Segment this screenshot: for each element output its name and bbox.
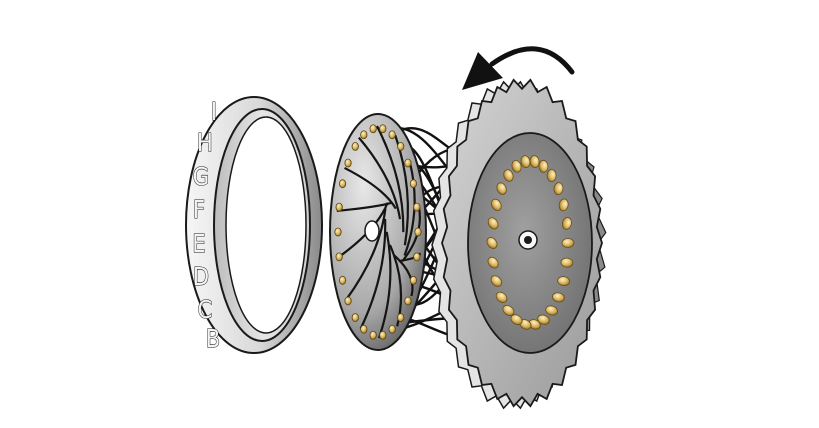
contact-pin [404, 158, 412, 168]
wire [336, 201, 392, 213]
contact-pin [344, 158, 352, 168]
contact-pin [553, 182, 564, 196]
contact-pin [351, 313, 359, 322]
contact-pin [561, 238, 575, 248]
contact-pin [369, 124, 377, 134]
contact-pin [496, 182, 507, 195]
ring-letter: H [197, 128, 213, 157]
contact-pin [487, 217, 499, 230]
contact-pin [335, 202, 343, 212]
contact-pin [388, 130, 396, 140]
wire [359, 218, 387, 330]
rotation-arrowhead-icon [462, 52, 503, 90]
contact-pin [486, 237, 498, 249]
contact-pin [344, 296, 352, 306]
contact-pin [503, 169, 514, 182]
rotation-arrow [462, 46, 575, 90]
contact-pin [338, 275, 347, 285]
contact-pin [397, 142, 405, 151]
contact-pin [552, 292, 565, 303]
contact-pin [560, 257, 574, 268]
contact-pin [388, 324, 396, 334]
contact-pin [537, 314, 550, 325]
contact-pin [490, 275, 503, 287]
contact-pin [379, 330, 387, 340]
ring-letter: C [197, 295, 212, 324]
contact-pin [546, 169, 557, 182]
wire [375, 125, 405, 233]
contact-pin [538, 159, 549, 173]
disk-contact-pins [334, 124, 422, 340]
ring-letter: G [193, 162, 209, 191]
contact-pin [397, 313, 405, 322]
ring-letter: B [206, 324, 221, 353]
disk-center-hole [364, 220, 380, 242]
wire [344, 166, 397, 210]
ring-letter: I [211, 97, 217, 126]
wire [358, 136, 402, 220]
contact-pin [379, 124, 387, 134]
rotor-axle [524, 236, 532, 244]
contact-pin [335, 252, 343, 262]
contact-pin [334, 227, 342, 237]
contact-pin [558, 198, 569, 212]
ring-letter: E [192, 229, 205, 258]
contact-pin [414, 227, 422, 237]
wire [377, 231, 392, 339]
contact-pin [409, 179, 418, 189]
contact-pin [502, 304, 515, 316]
ring-letter: F [193, 195, 205, 224]
contact-pin [545, 305, 558, 316]
contact-pin [409, 275, 418, 285]
wire [393, 254, 414, 297]
ring-hole [225, 116, 307, 334]
contact-pin [404, 296, 412, 306]
contact-pin [369, 330, 377, 340]
contact-pin [510, 314, 523, 326]
contact-pin [487, 256, 499, 269]
ring-letter: D [193, 262, 209, 291]
contact-pin [338, 179, 347, 189]
contact-pin [529, 155, 540, 168]
contact-pin [413, 202, 421, 212]
toothed-rotor-wheel [431, 78, 607, 410]
rotor-contact-pins [486, 155, 575, 330]
contact-pin [495, 291, 508, 303]
contact-pin [561, 217, 572, 230]
contact-pin [511, 160, 522, 173]
wire [344, 208, 387, 301]
contact-pin [360, 324, 368, 334]
contact-pin [491, 198, 502, 212]
contact-pin [557, 276, 571, 287]
contact-pin [351, 142, 359, 151]
rotation-arrow-arc [489, 46, 575, 75]
contact-pin [413, 252, 421, 262]
contact-pin [360, 130, 368, 140]
